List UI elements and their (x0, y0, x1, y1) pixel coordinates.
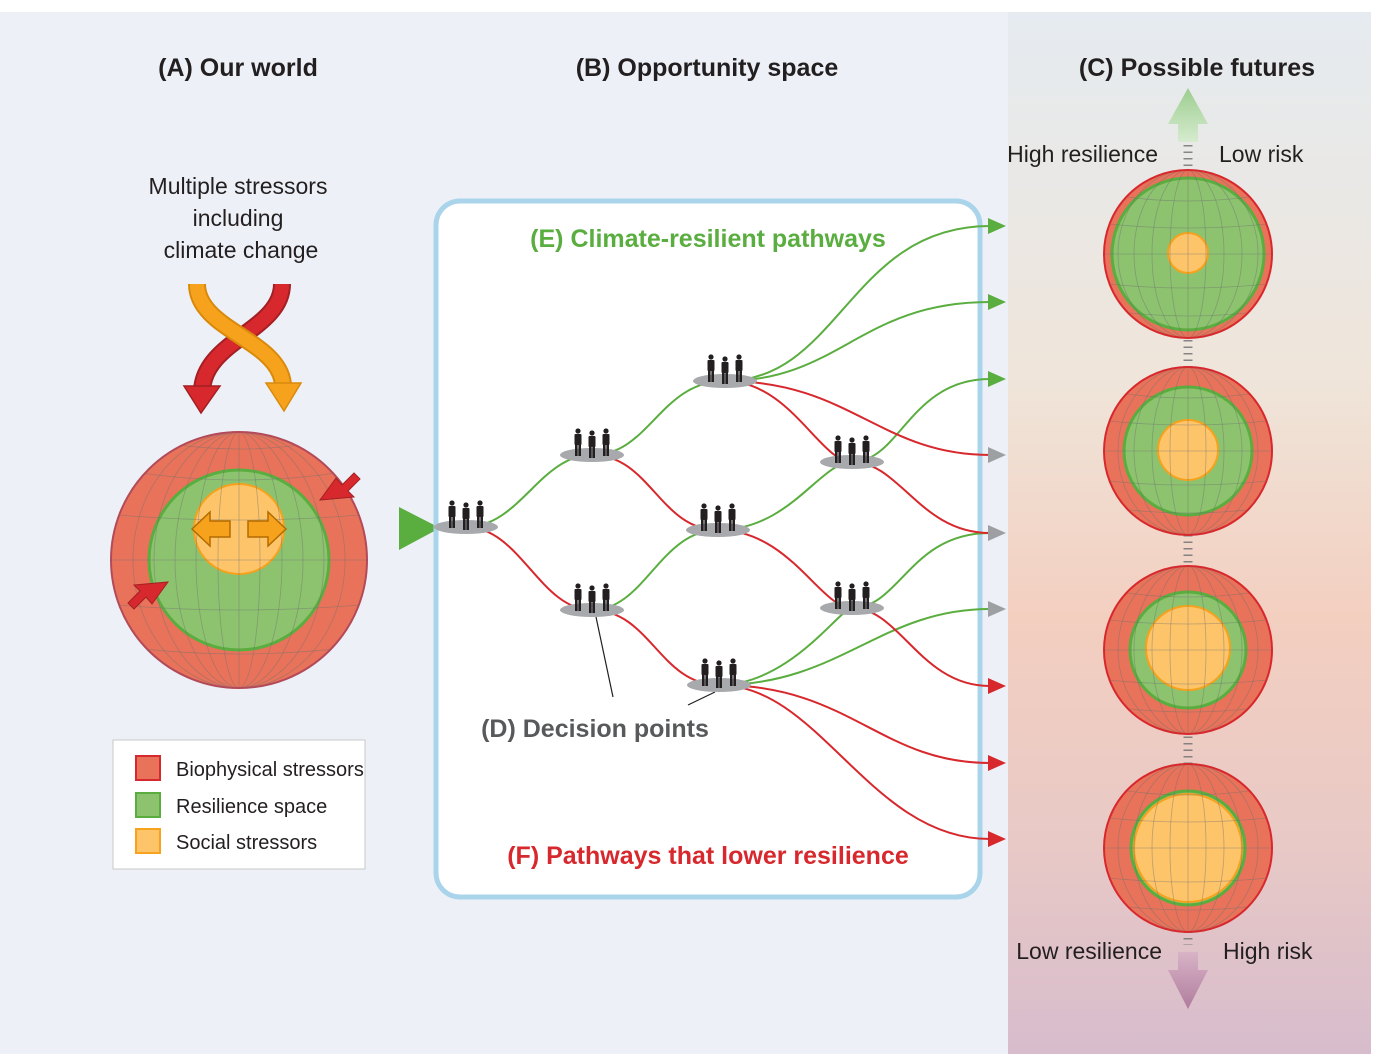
legend-swatch-social (135, 828, 161, 854)
decision-disc (687, 678, 751, 692)
low-risk-label: Low risk (1219, 141, 1304, 167)
title-our-world: (A) Our world (158, 54, 318, 82)
decision-point (686, 503, 750, 537)
climate-resilient-pathways-label: (E) Climate-resilient pathways (530, 225, 886, 253)
future-globe-4 (1103, 763, 1273, 933)
decision-leader-line (595, 616, 614, 698)
decision-point (560, 583, 624, 617)
outcome-arrowheads (988, 218, 1006, 847)
person-icon (862, 581, 870, 609)
stressors-line-3: climate change (164, 237, 319, 263)
legend-label-biophysical: Biophysical stressors (176, 759, 364, 781)
opportunity-space-frame (433, 198, 983, 900)
person-icon (834, 435, 842, 463)
stressors-line-2: including (193, 205, 284, 231)
title-possible-futures: (C) Possible futures (1079, 54, 1315, 82)
up-arrow-icon (1168, 88, 1208, 142)
decision-points-label: (D) Decision points (481, 715, 709, 743)
legend-swatch-biophysical (135, 755, 161, 781)
person-icon (602, 428, 610, 456)
decision-disc (560, 603, 624, 617)
person-icon (588, 585, 596, 613)
person-icon (574, 583, 582, 611)
decision-disc (560, 448, 624, 462)
person-icon (448, 500, 456, 528)
legend: Biophysical stressors Resilience space S… (112, 739, 366, 870)
person-icon (707, 354, 715, 382)
decision-point (434, 500, 498, 534)
decision-disc (820, 455, 884, 469)
person-icon (721, 356, 729, 384)
title-opportunity-space: (B) Opportunity space (576, 54, 839, 82)
person-icon (602, 583, 610, 611)
person-icon (588, 430, 596, 458)
decision-disc (693, 374, 757, 388)
person-icon (574, 428, 582, 456)
future-globe-1 (1103, 169, 1273, 339)
person-icon (728, 503, 736, 531)
decision-disc (820, 601, 884, 615)
person-icon (729, 658, 737, 686)
decision-leader-line (687, 691, 716, 706)
person-icon (476, 500, 484, 528)
person-icon (714, 505, 722, 533)
person-icon (700, 503, 708, 531)
our-world-globe (110, 431, 368, 689)
person-icon (701, 658, 709, 686)
high-resilience-label: High resilience (1007, 141, 1158, 167)
person-icon (735, 354, 743, 382)
crossing-stressor-arrows (182, 282, 303, 415)
futures-scale (1168, 88, 1208, 1009)
decision-point (560, 428, 624, 462)
person-icon (715, 660, 723, 688)
person-icon (462, 502, 470, 530)
decision-point (820, 435, 884, 469)
down-arrow-icon (1168, 952, 1208, 1009)
legend-label-resilience: Resilience space (176, 796, 327, 818)
future-globe-2 (1103, 366, 1273, 536)
person-icon (862, 435, 870, 463)
low-resilience-label: Low resilience (1016, 938, 1162, 964)
entry-arrow (399, 507, 440, 550)
decision-point (687, 658, 751, 692)
person-icon (848, 437, 856, 465)
person-icon (848, 583, 856, 611)
lower-resilience-pathways-label: (F) Pathways that lower resilience (507, 842, 909, 870)
stressors-line-1: Multiple stressors (149, 173, 328, 199)
future-globe-3 (1103, 565, 1273, 735)
legend-swatch-resilience (135, 792, 161, 818)
legend-label-social: Social stressors (176, 832, 317, 854)
decision-point (693, 354, 757, 388)
decision-disc (686, 523, 750, 537)
decision-point (820, 581, 884, 615)
person-icon (834, 581, 842, 609)
decision-disc (434, 520, 498, 534)
high-risk-label: High risk (1223, 938, 1313, 964)
decision-points (434, 354, 884, 692)
